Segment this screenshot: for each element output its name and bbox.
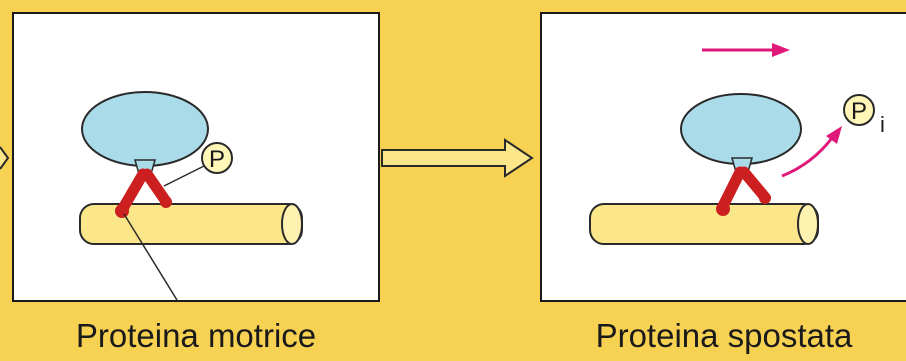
phosphate-icon: P bbox=[201, 142, 233, 174]
phosphate-icon: P i bbox=[843, 94, 885, 137]
caption-displaced-protein: Proteina spostata bbox=[595, 317, 853, 354]
motor-head bbox=[81, 91, 209, 167]
phosphate-subscript: i bbox=[880, 112, 885, 137]
panel-displaced-protein: P i bbox=[540, 12, 906, 302]
caption-motor-protein: Proteina motrice bbox=[75, 317, 317, 354]
motor-protein-illustration: P bbox=[79, 91, 303, 300]
motion-arrow-icon bbox=[702, 43, 790, 57]
motor-head bbox=[680, 93, 802, 165]
phosphate-label: P bbox=[851, 98, 867, 125]
phosphate-label: P bbox=[209, 146, 225, 173]
panel-motor-protein: P bbox=[12, 12, 380, 302]
filament bbox=[79, 203, 303, 245]
filament bbox=[589, 203, 819, 245]
pointer-line bbox=[123, 213, 178, 300]
displaced-protein-illustration: P i bbox=[589, 43, 885, 245]
motor-legs bbox=[115, 168, 172, 218]
motor-legs bbox=[716, 166, 771, 216]
release-arrow-icon bbox=[781, 126, 842, 178]
